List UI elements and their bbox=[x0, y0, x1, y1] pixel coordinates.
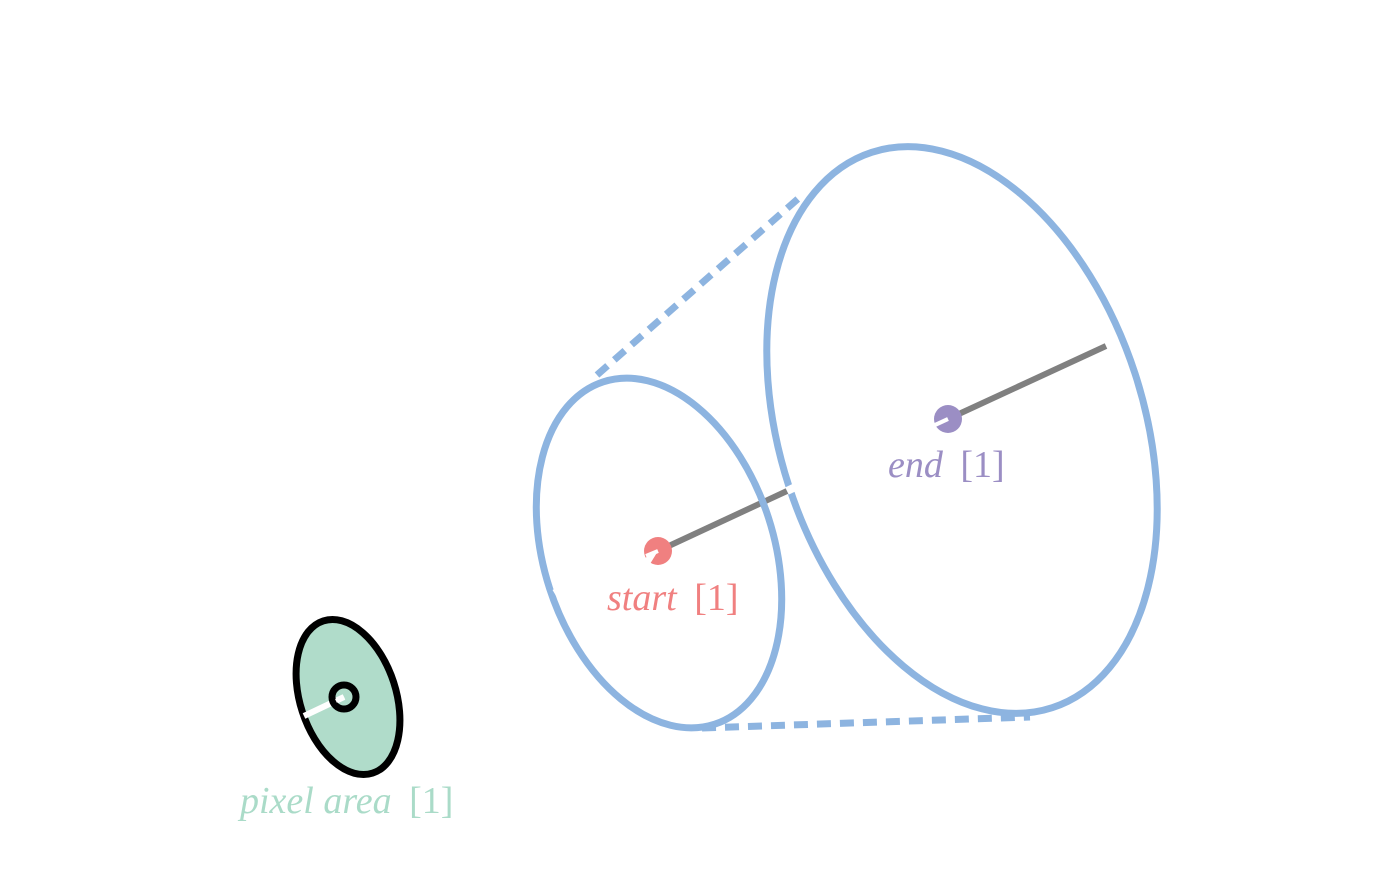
pixel-area-disk bbox=[292, 615, 404, 779]
pixel-area-label: pixel area [1] bbox=[237, 780, 453, 822]
cone-bottom-edge bbox=[701, 713, 1031, 732]
start-point bbox=[644, 537, 672, 565]
end-point bbox=[934, 405, 962, 433]
end-label: end [1] bbox=[888, 444, 1005, 486]
start-ellipse bbox=[532, 374, 786, 732]
start-ellipse-gap bbox=[552, 585, 570, 608]
end-radius bbox=[946, 343, 1108, 422]
start-label: start [1] bbox=[607, 577, 739, 619]
end-ellipse bbox=[763, 143, 1161, 717]
axis-gap bbox=[785, 477, 810, 495]
